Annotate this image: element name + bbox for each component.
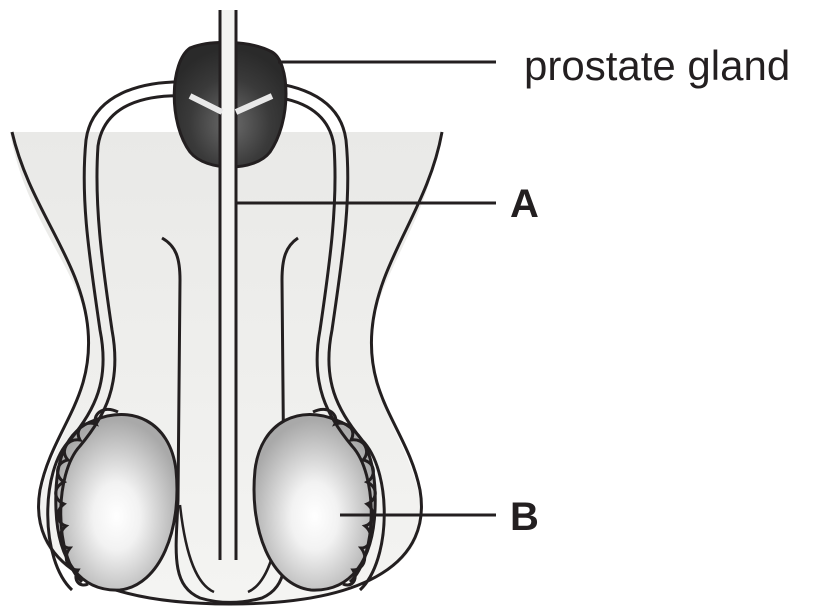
label-b: B xyxy=(510,495,539,539)
urethra-lumen xyxy=(222,10,235,560)
prostate-gland-label: prostate gland xyxy=(524,42,790,89)
label-a: A xyxy=(510,182,539,226)
